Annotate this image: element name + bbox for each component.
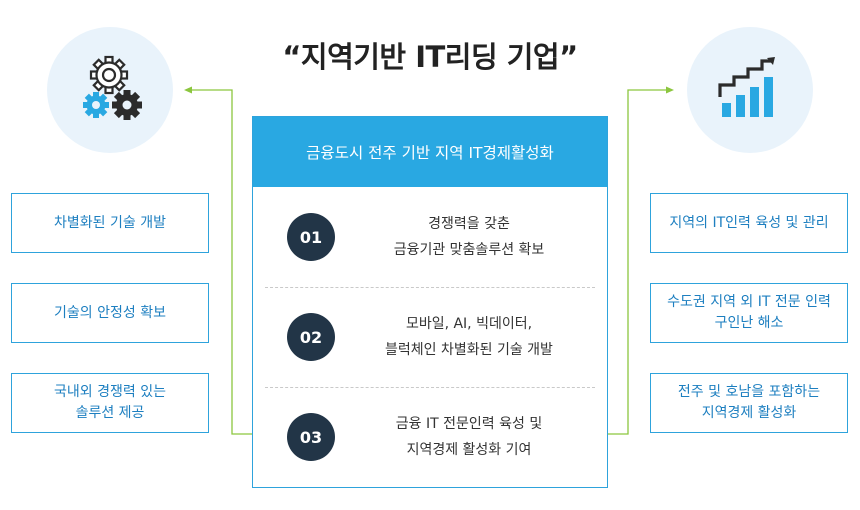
center-item-2: 02 모바일, AI, 빅데이터, 블럭체인 차별화된 기술 개발 — [253, 287, 607, 387]
left-box-2-line1: 기술의 안정성 확보 — [54, 304, 166, 321]
left-box-2: 기술의 안정성 확보 — [11, 283, 209, 343]
right-box-1: 지역의 IT인력 육성 및 관리 — [650, 193, 848, 253]
item-text: 금융 IT 전문인력 육성 및 지역경제 활성화 기여 — [349, 411, 589, 463]
gears-icon — [83, 55, 142, 120]
left-box-1: 차별화된 기술 개발 — [11, 193, 209, 253]
growth-chart-icon — [718, 57, 775, 117]
item-text-line1: 경쟁력을 갖춘 — [428, 216, 510, 232]
right-connector-line — [608, 89, 668, 435]
item-text-line2: 블럭체인 차별화된 기술 개발 — [385, 342, 553, 358]
left-box-3-line1: 국내외 경쟁력 있는 — [54, 384, 166, 400]
item-text-line1: 금융 IT 전문인력 육성 및 — [395, 416, 543, 432]
item-number-badge: 03 — [287, 413, 335, 461]
item-number-badge: 01 — [287, 213, 335, 261]
center-item-3: 03 금융 IT 전문인력 육성 및 지역경제 활성화 기여 — [253, 387, 607, 487]
item-text-line2: 금융기관 맞춤솔루션 확보 — [393, 242, 545, 258]
item-text-line2: 지역경제 활성화 기여 — [406, 442, 532, 458]
center-item-1: 01 경쟁력을 갖춘 금융기관 맞춤솔루션 확보 — [253, 187, 607, 287]
right-box-3: 전주 및 호남을 포함하는 지역경제 활성화 — [650, 373, 848, 433]
center-panel: 금융도시 전주 기반 지역 IT경제활성화 01 경쟁력을 갖춘 금융기관 맞춤… — [252, 116, 608, 488]
item-text-line1: 모바일, AI, 빅데이터, — [405, 316, 533, 332]
left-icon-circle — [47, 27, 173, 153]
left-box-3-line2: 솔루션 제공 — [75, 405, 145, 421]
left-box-3: 국내외 경쟁력 있는 솔루션 제공 — [11, 373, 209, 433]
left-box-1-line1: 차별화된 기술 개발 — [54, 214, 166, 231]
item-divider — [265, 287, 595, 288]
right-box-2-line2: 구인난 해소 — [714, 315, 784, 331]
right-arrowhead-icon — [666, 86, 674, 94]
page-title: “지역기반 IT리딩 기업” — [282, 40, 578, 74]
item-text: 모바일, AI, 빅데이터, 블럭체인 차별화된 기술 개발 — [349, 311, 589, 363]
center-header: 금융도시 전주 기반 지역 IT경제활성화 — [253, 117, 607, 187]
left-arrowhead-icon — [184, 86, 192, 94]
right-box-1-line1: 지역의 IT인력 육성 및 관리 — [669, 214, 829, 231]
right-box-3-line1: 전주 및 호남을 포함하는 — [677, 384, 821, 400]
left-connector-line — [190, 89, 252, 435]
right-box-3-line2: 지역경제 활성화 — [701, 405, 797, 421]
right-box-2-line1: 수도권 지역 외 IT 전문 인력 — [667, 294, 831, 310]
right-icon-circle — [687, 27, 813, 153]
item-number-badge: 02 — [287, 313, 335, 361]
item-divider — [265, 387, 595, 388]
item-text: 경쟁력을 갖춘 금융기관 맞춤솔루션 확보 — [349, 211, 589, 263]
right-box-2: 수도권 지역 외 IT 전문 인력 구인난 해소 — [650, 283, 848, 343]
